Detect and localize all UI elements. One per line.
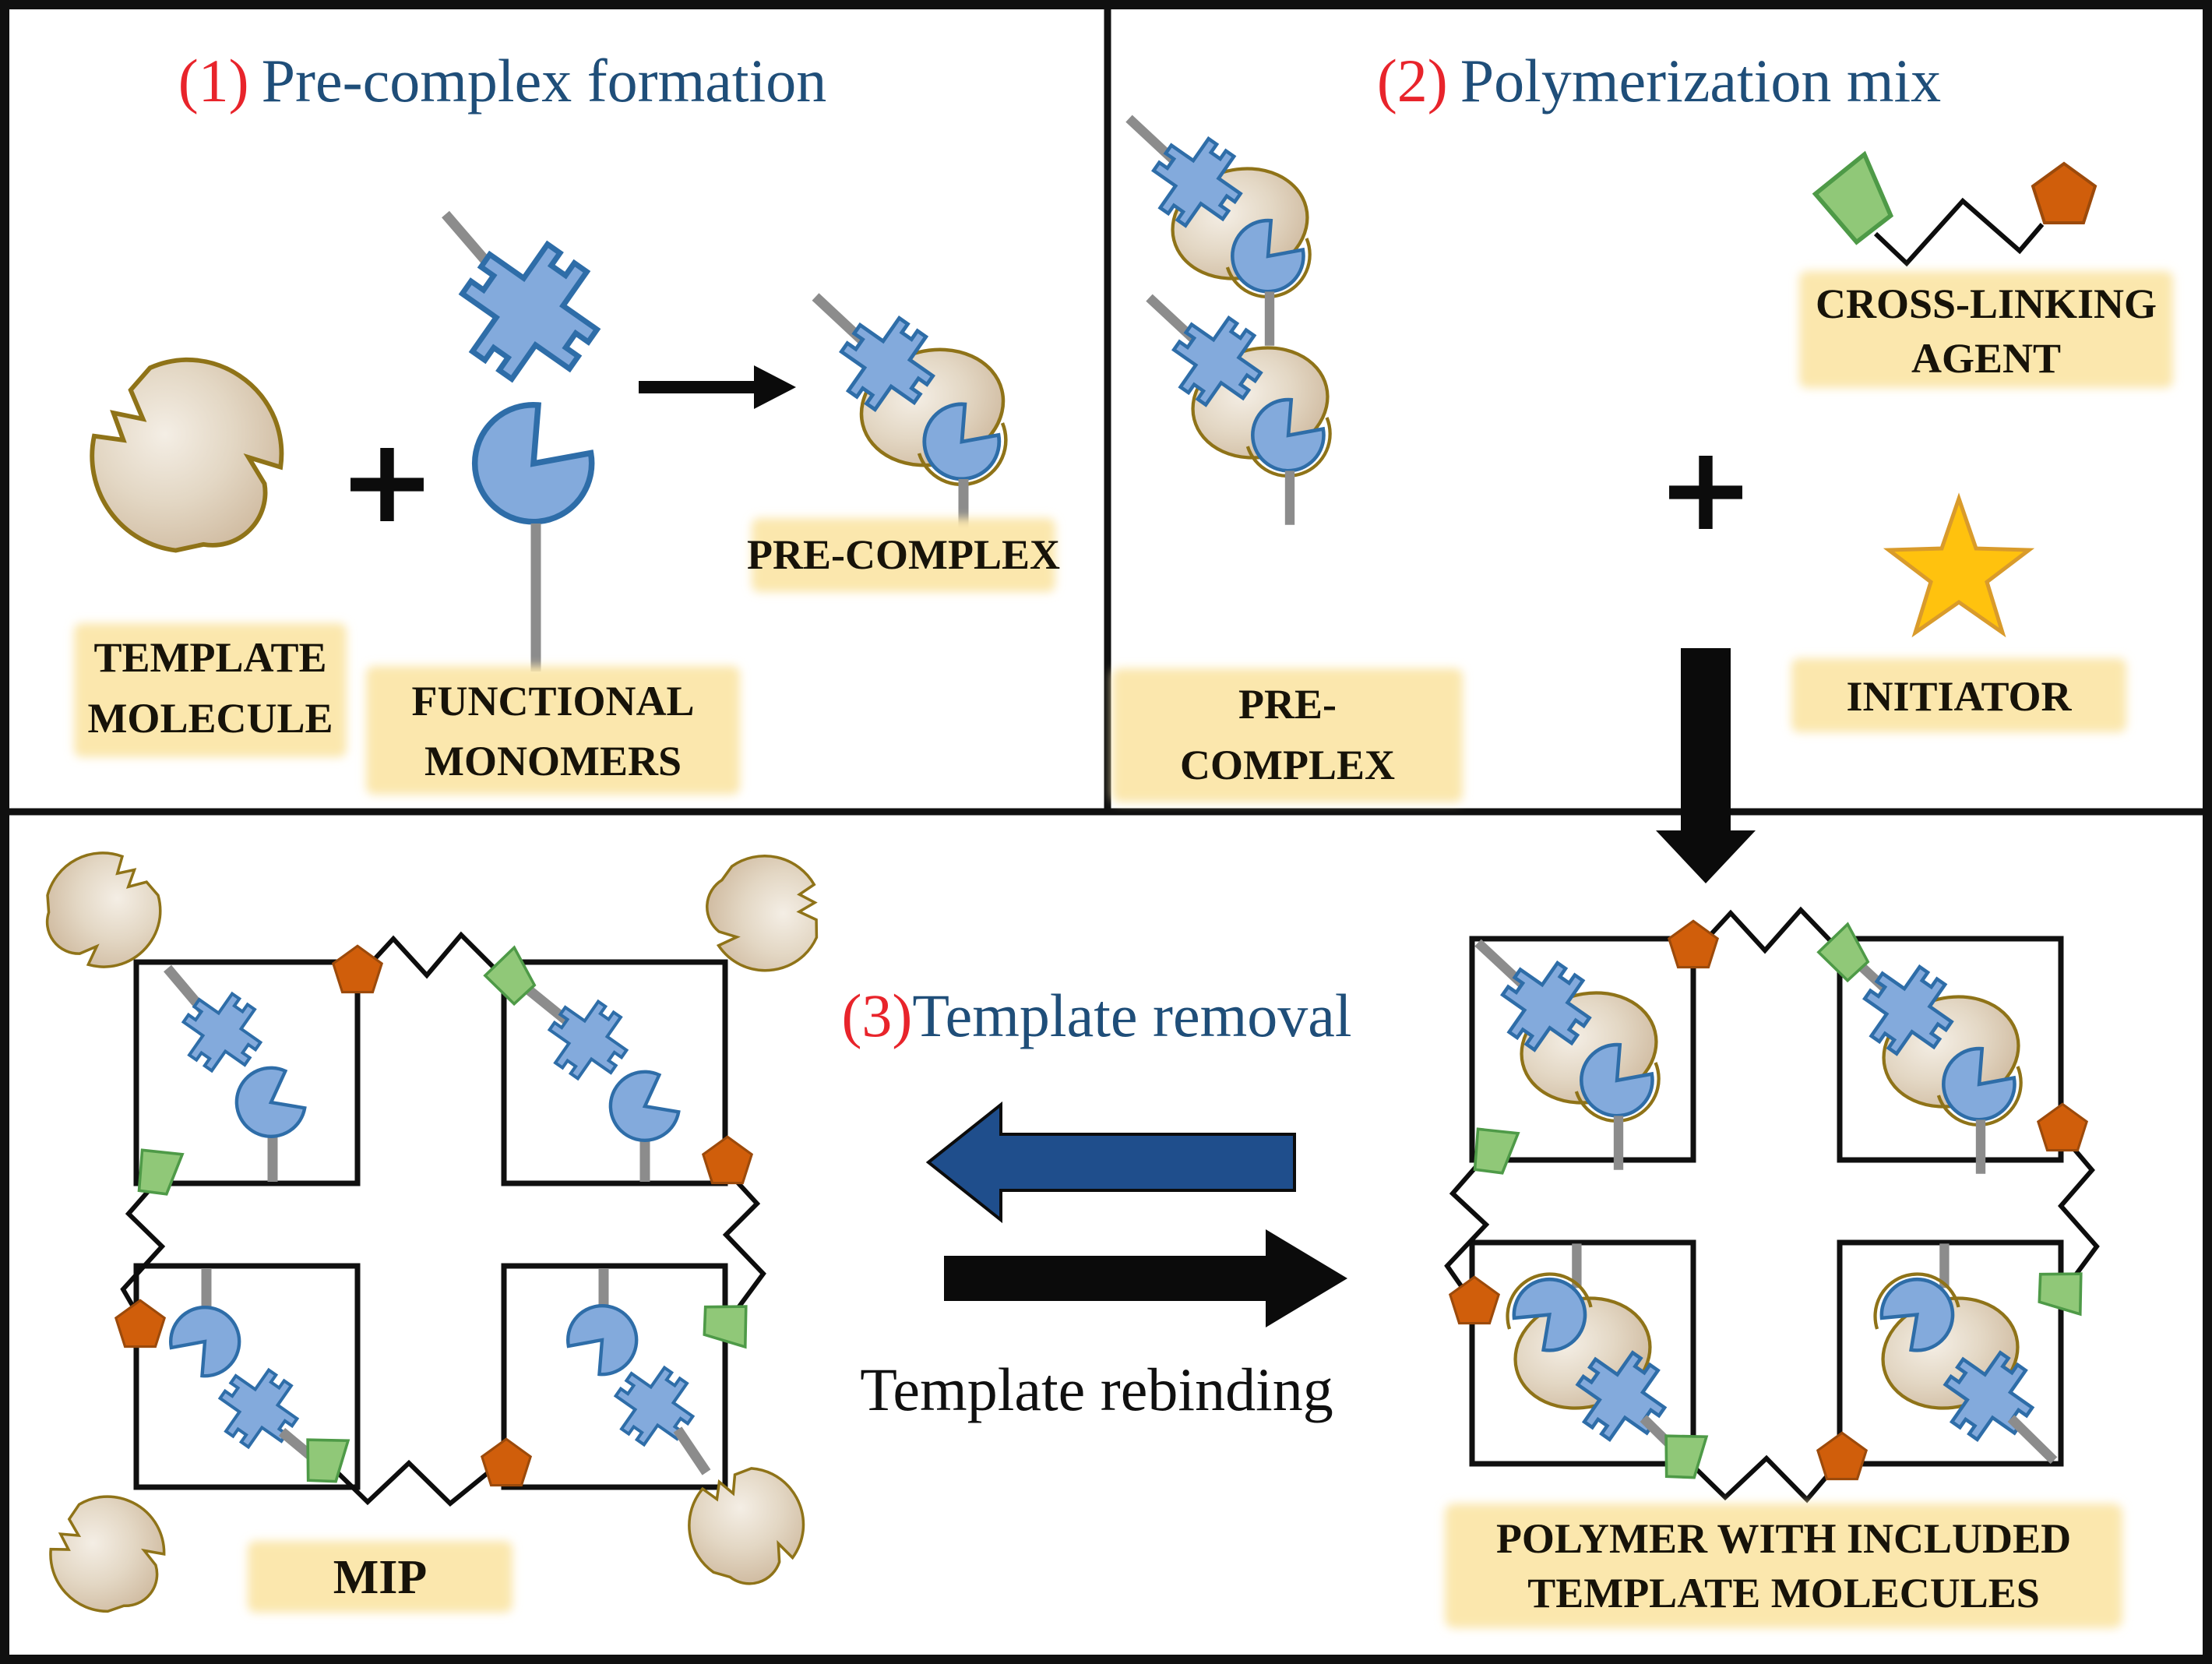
zigzag-linker [364, 931, 501, 979]
zigzag-linker [1444, 1161, 1490, 1301]
cross-monomer-icon [439, 220, 621, 403]
template-molecule-icon [36, 1482, 178, 1624]
label-line: TEMPLATE [93, 634, 326, 681]
cavity-square [133, 959, 361, 1186]
pentagon-icon [2031, 162, 2097, 224]
label-highlight [1791, 658, 2126, 732]
plus-icon: + [338, 414, 436, 549]
zigzag-linker [722, 1172, 766, 1320]
panel-1-pre-complex-formation: (1)Pre-complex formation + TEMPLATE MOLE… [74, 47, 1060, 795]
mip-structure: MIP [36, 832, 847, 1624]
initiator-label: INITIATOR [1791, 658, 2126, 732]
panel1-step-number: (1) [178, 47, 249, 115]
cavity-square [133, 1263, 361, 1490]
functional-monomers-label: FUNCTIONAL MONOMERS [366, 666, 740, 795]
label-highlight [1799, 271, 2173, 388]
template-molecule-icon [79, 347, 294, 560]
mip-label: MIP [248, 1541, 512, 1613]
label-line: FUNCTIONAL [411, 678, 694, 724]
panel-3-template-removal-rebinding: (3)Template removal Template rebinding [36, 832, 2122, 1628]
label-highlight [366, 666, 740, 795]
left-arrow-template-removal [925, 1101, 1296, 1224]
pentagon-icon [332, 944, 383, 994]
panel3-title-text: Template removal [912, 982, 1351, 1049]
pre-complex-icon [815, 297, 1016, 536]
zigzag-linker [1873, 197, 2045, 267]
polymer-label: POLYMER WITH INCLUDED TEMPLATE MOLECULES [1445, 1504, 2122, 1628]
label-line: CROSS-LINKING [1816, 280, 2157, 327]
label-highlight [248, 1541, 512, 1613]
pre-complex-label-2: PRE- COMPLEX [1112, 668, 1463, 802]
label-highlight [752, 518, 1055, 592]
cross-linking-agent-label: CROSS-LINKING AGENT [1799, 271, 2173, 388]
initiator-star-icon [1889, 499, 2029, 633]
panel2-title: (2)Polymerization mix [1377, 47, 1941, 115]
pre-complex-label: PRE-COMPLEX [747, 518, 1060, 592]
label-line: COMPLEX [1180, 742, 1395, 788]
right-arrow-template-rebinding [944, 1229, 1347, 1327]
panel1-title: (1)Pre-complex formation [178, 47, 827, 115]
zigzag-linker [1700, 906, 1840, 954]
template-molecule-icon [45, 851, 162, 968]
pacman-monomer-icon [475, 405, 592, 522]
label-line: MONOMERS [424, 738, 682, 784]
label-line: MOLECULE [87, 695, 333, 742]
label-line: TEMPLATE MOLECULES [1527, 1570, 2040, 1616]
trapezoid-icon [1810, 154, 1900, 248]
label-line: PRE- [1238, 681, 1337, 728]
plus-icon: + [1657, 421, 1755, 557]
label-highlight [1445, 1504, 2122, 1628]
panel-2-polymerization-mix: (2)Polymerization mix PRE- COMPLEX CROSS… [1112, 47, 2173, 802]
panel3-step-number: (3) [841, 982, 912, 1049]
pentagon-icon [1668, 919, 1719, 969]
cross-linking-agent-icon [1810, 154, 2097, 267]
template-molecule-label: TEMPLATE MOLECULE [74, 623, 347, 757]
panel1-title-text: Pre-complex formation [262, 47, 827, 115]
label-highlight [1112, 668, 1463, 802]
pre-complex-icon [1150, 298, 1340, 525]
down-arrow-icon [1656, 648, 1756, 883]
panel3-title: (3)Template removal [841, 982, 1351, 1049]
label-line: AGENT [1911, 335, 2061, 382]
polymer-structure: POLYMER WITH INCLUDED TEMPLATE MOLECULES [1444, 906, 2122, 1628]
right-arrow-icon [639, 365, 796, 409]
label-line: POLYMER WITH INCLUDED [1496, 1515, 2071, 1562]
panel2-step-number: (2) [1377, 47, 1448, 115]
zigzag-linker [1689, 1454, 1840, 1504]
label-highlight [74, 623, 347, 757]
zigzag-linker [2058, 1137, 2100, 1287]
label-line: INITIATOR [1846, 673, 2072, 720]
zigzag-linker [120, 1181, 166, 1324]
panel2-title-text: Polymerization mix [1460, 47, 1941, 115]
label-line: PRE-COMPLEX [747, 531, 1060, 578]
template-rebinding-text: Template rebinding [860, 1356, 1333, 1423]
monomer-stem [673, 1426, 711, 1475]
label-line: MIP [333, 1551, 428, 1604]
zigzag-linker [331, 1459, 498, 1507]
